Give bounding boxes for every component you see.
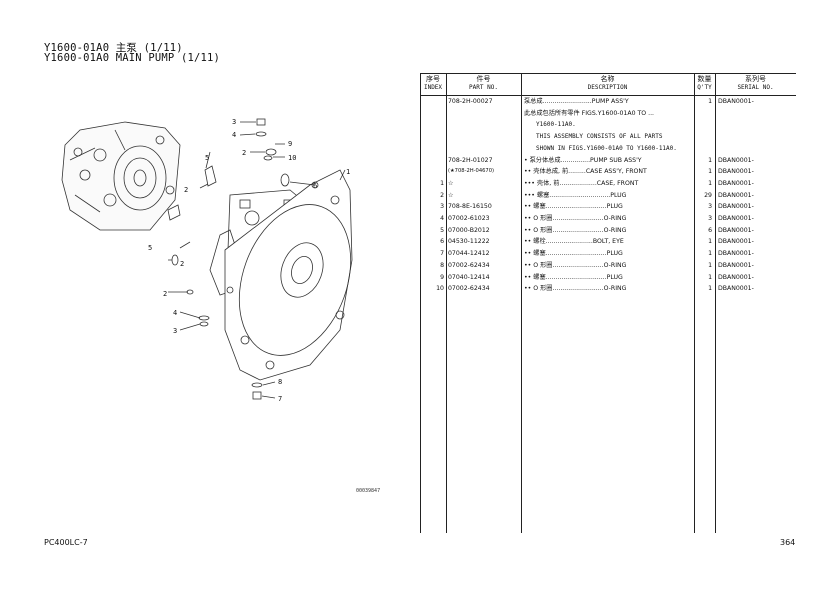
callout-8: 8 — [278, 378, 282, 386]
page-title-cn: Y1600-01A0 主泵 (1/11) — [44, 42, 183, 54]
callout-2: 2 — [163, 290, 167, 298]
callout-1: 1 — [346, 168, 350, 176]
pump-exploded-drawing: 3 4 2 9 10 5 2 6 1 5 2 2 4 3 8 7 — [61, 118, 353, 403]
table-row: Y1600-11A0. — [536, 121, 576, 129]
table-row: 708-2H-00027 泵总成........................… — [448, 98, 754, 105]
callout-7: 7 — [278, 395, 282, 403]
drawing-number: 00039847 — [356, 488, 381, 494]
table-row: THIS ASSEMBLY CONSISTS OF ALL PARTS — [536, 133, 663, 141]
callout-4: 4 — [232, 131, 236, 139]
callout-3: 3 — [232, 118, 236, 126]
page-title-en: Y1600-01A0 MAIN PUMP (1/11) — [44, 52, 221, 64]
callout-6: 6 — [313, 182, 317, 190]
table-row: SHOWN IN FIGS.Y1600-01A0 TO Y1600-11A0. — [536, 144, 677, 152]
callout-2: 2 — [184, 186, 188, 194]
table-row: 2☆ ••• 螺塞...............................… — [440, 191, 754, 199]
callout-5: 5 — [205, 154, 209, 162]
table-row: 此总成包括所有零件 FIGS.Y1600-01A0 TO ... — [524, 109, 655, 117]
callout-3: 3 — [173, 327, 177, 335]
table-row: (★708-2H-04670) •• 壳体总成, 前.........CASE … — [448, 168, 754, 176]
callout-5: 5 — [148, 244, 152, 252]
model-name: PC400LC-7 — [44, 538, 88, 547]
callout-2: 2 — [180, 260, 184, 268]
callout-10: 10 — [288, 154, 296, 162]
page-number: 364 — [780, 538, 796, 547]
table-row: 708-2H-01027 • 泵分体总成...............PUMP … — [448, 156, 754, 164]
callout-2: 2 — [242, 149, 246, 157]
callout-9: 9 — [288, 140, 292, 148]
table-row: 1☆ ••• 壳体, 前...................CASE, FRO… — [440, 179, 754, 187]
callout-4: 4 — [173, 309, 177, 317]
